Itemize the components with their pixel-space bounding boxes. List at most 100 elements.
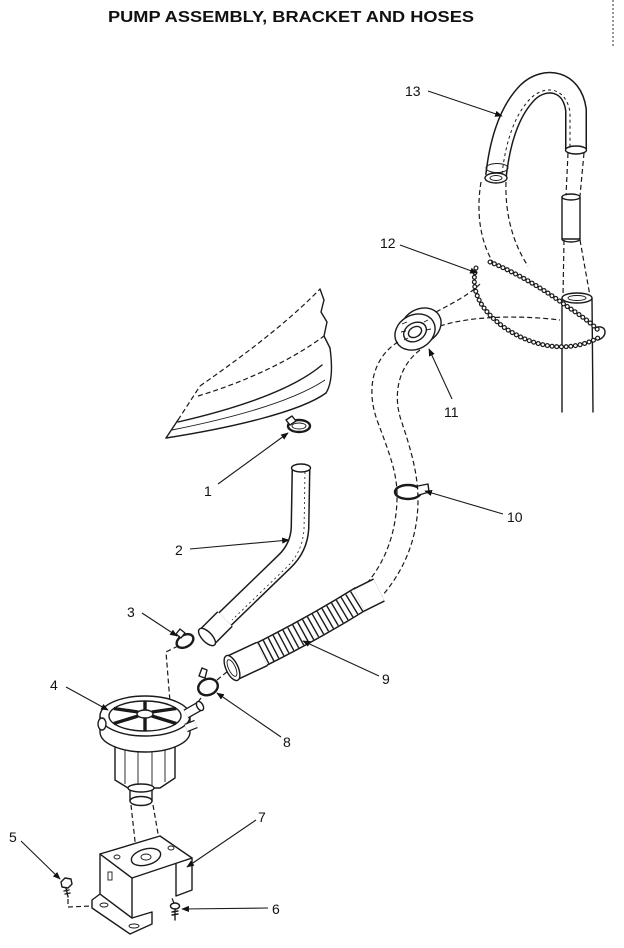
leader-line-12 xyxy=(399,244,478,274)
hose-9-upper-cuff xyxy=(353,579,385,611)
dash-line xyxy=(505,181,529,267)
pump-left-nub xyxy=(97,717,107,731)
leader-line-11 xyxy=(428,348,453,400)
standpipe-top xyxy=(561,292,593,304)
clamp-10-ear xyxy=(417,483,430,496)
hose-13-body xyxy=(486,73,586,178)
connector-tube-top xyxy=(561,193,581,201)
standpipe-bore xyxy=(567,295,587,301)
part-9-corrugated-hose xyxy=(223,578,385,682)
pump-hub xyxy=(136,709,154,719)
leader-line-3 xyxy=(141,612,178,637)
spoke xyxy=(113,706,139,714)
hose-9-end-bore xyxy=(226,659,238,677)
callout-9: 9 xyxy=(382,671,390,687)
dash-line xyxy=(439,316,561,327)
tub-left-edge xyxy=(165,419,179,439)
leader-line-9 xyxy=(302,640,380,677)
chain-hook xyxy=(596,326,606,341)
part-10-hose-clamp xyxy=(393,483,430,501)
part-1-clamp xyxy=(285,415,312,434)
bracket-foot-slot xyxy=(128,923,140,929)
bracket-mount-hole xyxy=(167,845,175,851)
pump-inlet-opening xyxy=(195,700,205,712)
part-6-screw xyxy=(169,895,181,921)
leader-line-13 xyxy=(427,90,503,117)
tub-section xyxy=(165,288,333,439)
bracket-foot-slot xyxy=(99,902,109,908)
leader-line-10 xyxy=(424,490,504,515)
clamp-3-ear xyxy=(175,628,186,639)
dash-line xyxy=(381,349,421,597)
connector-tube-body xyxy=(561,196,581,240)
tube-2-body xyxy=(216,468,309,628)
tub-hidden-line xyxy=(197,335,325,397)
bracket-hole-center xyxy=(140,853,152,861)
tub-right-edge xyxy=(325,347,333,394)
dash-line xyxy=(565,152,569,197)
tub-upper-edge xyxy=(199,288,321,387)
leader-lines xyxy=(20,90,504,912)
leader-line-6 xyxy=(181,905,269,912)
part-4-pump xyxy=(97,695,205,807)
part-12-bead-chain xyxy=(471,259,606,350)
tub-lower-edge xyxy=(165,392,327,439)
screw-5-path xyxy=(67,899,93,908)
page-title: PUMP ASSEMBLY, BRACKET AND HOSES xyxy=(108,9,474,26)
pump-body-fins xyxy=(124,749,166,787)
pump-outlet-end xyxy=(129,795,153,807)
callout-8: 8 xyxy=(283,734,291,750)
dash-line xyxy=(579,239,591,297)
part-3-clamp xyxy=(175,628,195,650)
hose-13-end-opening xyxy=(484,172,508,184)
clamp-10-band xyxy=(393,483,423,501)
spoke xyxy=(151,714,177,726)
callout-12: 12 xyxy=(380,235,396,251)
clamp-1-band xyxy=(286,418,312,434)
leader-line-4 xyxy=(65,686,109,711)
leader-line-1 xyxy=(217,432,289,485)
callout-4: 4 xyxy=(50,677,58,693)
hose-9-end-opening xyxy=(223,654,241,682)
tube-2-bottom-opening xyxy=(197,627,217,647)
bracket-wall-slot xyxy=(107,871,113,881)
callout-10: 10 xyxy=(507,509,523,525)
chain-upper-beads-highlight xyxy=(488,260,600,332)
tub-rim-line xyxy=(177,364,323,423)
leader-line-2 xyxy=(189,537,290,550)
callout-13: 13 xyxy=(405,83,421,99)
leader-line-8 xyxy=(216,692,282,738)
screw-5-shank xyxy=(63,887,71,898)
standpipe-right-edge xyxy=(591,297,594,413)
connector-tube-bottom xyxy=(561,238,581,243)
grommet-hole xyxy=(407,325,423,339)
dash-line xyxy=(216,670,229,681)
pump-side-fitting xyxy=(184,720,198,732)
grommet-shading xyxy=(400,319,432,341)
spoke xyxy=(151,706,177,714)
clamp-8-band xyxy=(197,677,219,697)
dash-line xyxy=(367,341,399,583)
bracket-right-tab xyxy=(175,857,193,897)
tub-broken-edge xyxy=(319,288,331,349)
pump-impeller-spokes xyxy=(113,701,177,731)
clamp-1-ear xyxy=(285,415,297,426)
tube-2-top-opening xyxy=(290,463,312,473)
hose-13-end-bore xyxy=(489,175,503,181)
bracket-mount-hole xyxy=(113,854,121,860)
dash-line xyxy=(478,181,495,265)
callout-6: 6 xyxy=(272,901,280,917)
standpipe xyxy=(561,292,594,413)
hose-route-lower xyxy=(367,341,421,597)
screw-5-head xyxy=(60,877,73,889)
tub-rim-line-inner xyxy=(171,379,326,431)
dash-line xyxy=(165,645,179,703)
callout-numbers: 1 2 3 4 5 6 7 8 9 10 11 12 13 xyxy=(9,83,523,917)
screw-6-shank xyxy=(171,908,179,921)
clamp-1-inner xyxy=(291,422,307,430)
chain-lower-beads xyxy=(471,265,601,350)
clamp-8-ear xyxy=(198,667,208,679)
part-8-clamp xyxy=(197,667,219,697)
part-11-grommet xyxy=(394,307,442,351)
